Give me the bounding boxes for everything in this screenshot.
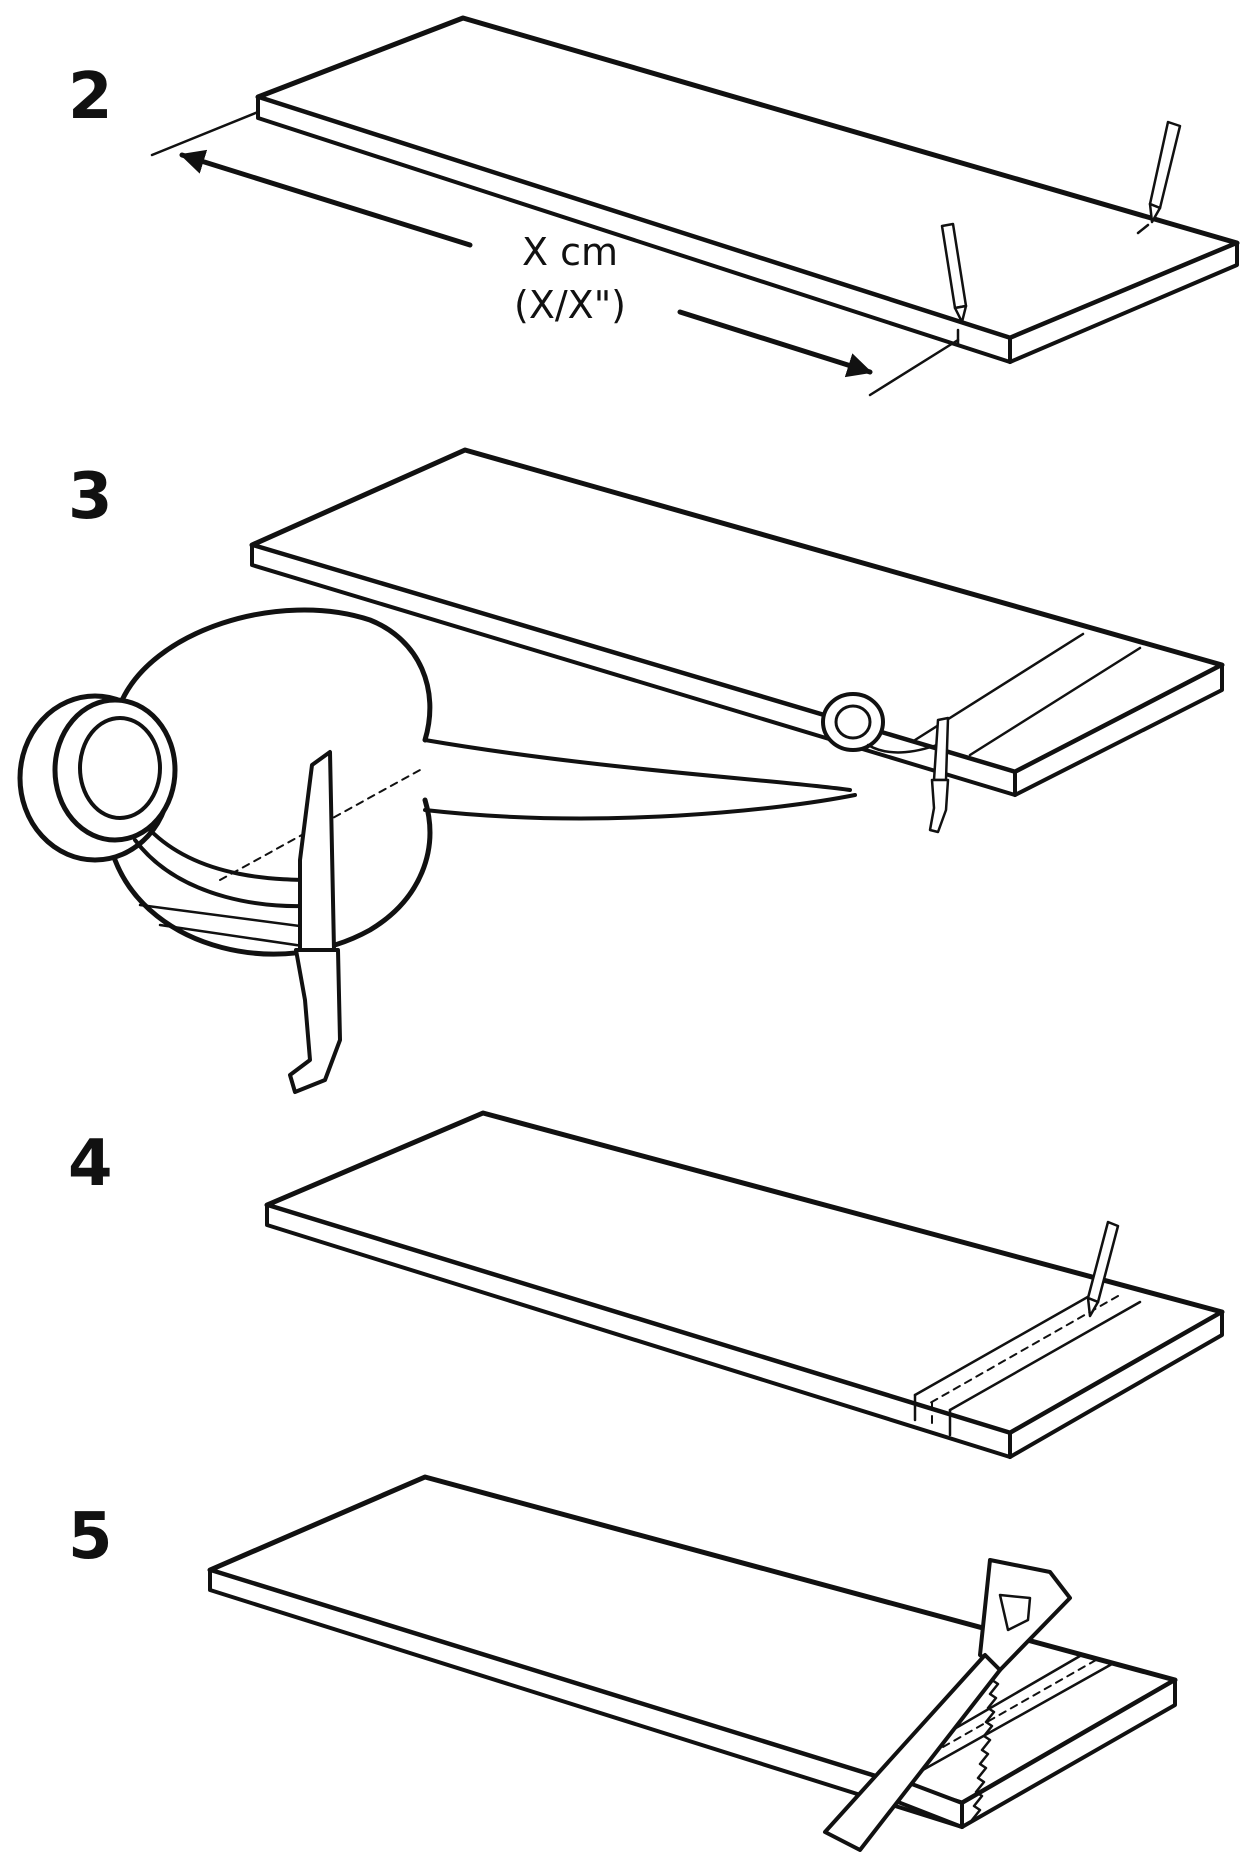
step-4: 4: [68, 1110, 1225, 1459]
board-step-3: [249, 447, 1225, 797]
board-step-5: [207, 1474, 1178, 1829]
step-number-2: 2: [68, 60, 113, 134]
step-number-5: 5: [68, 1500, 113, 1574]
pencil-icon: [940, 222, 968, 347]
step-number-3: 3: [68, 460, 113, 534]
board-step-4: [264, 1110, 1225, 1459]
saw-icon: [823, 1558, 1072, 1852]
dimension-label-metric: X cm: [522, 230, 618, 274]
step-2: 2 X cm (X/X"): [68, 15, 1240, 397]
tape-roll-magnified-icon: [17, 693, 322, 909]
magnified-detail-callout: [17, 607, 857, 1094]
step-5: 5: [68, 1474, 1178, 1852]
board-step-2: [255, 15, 1240, 364]
knife-icon: [928, 716, 950, 834]
step-number-4: 4: [68, 1127, 113, 1201]
dimension-label-imperial: (X/X"): [514, 283, 626, 327]
dimension-arrow: X cm (X/X"): [150, 110, 960, 397]
pencil-icon: [1136, 120, 1182, 235]
step-3: 3: [17, 447, 1225, 1094]
knife-magnified-icon: [288, 750, 342, 1094]
tape-roll-icon: [821, 692, 947, 754]
pencil-icon: [1086, 1220, 1120, 1318]
